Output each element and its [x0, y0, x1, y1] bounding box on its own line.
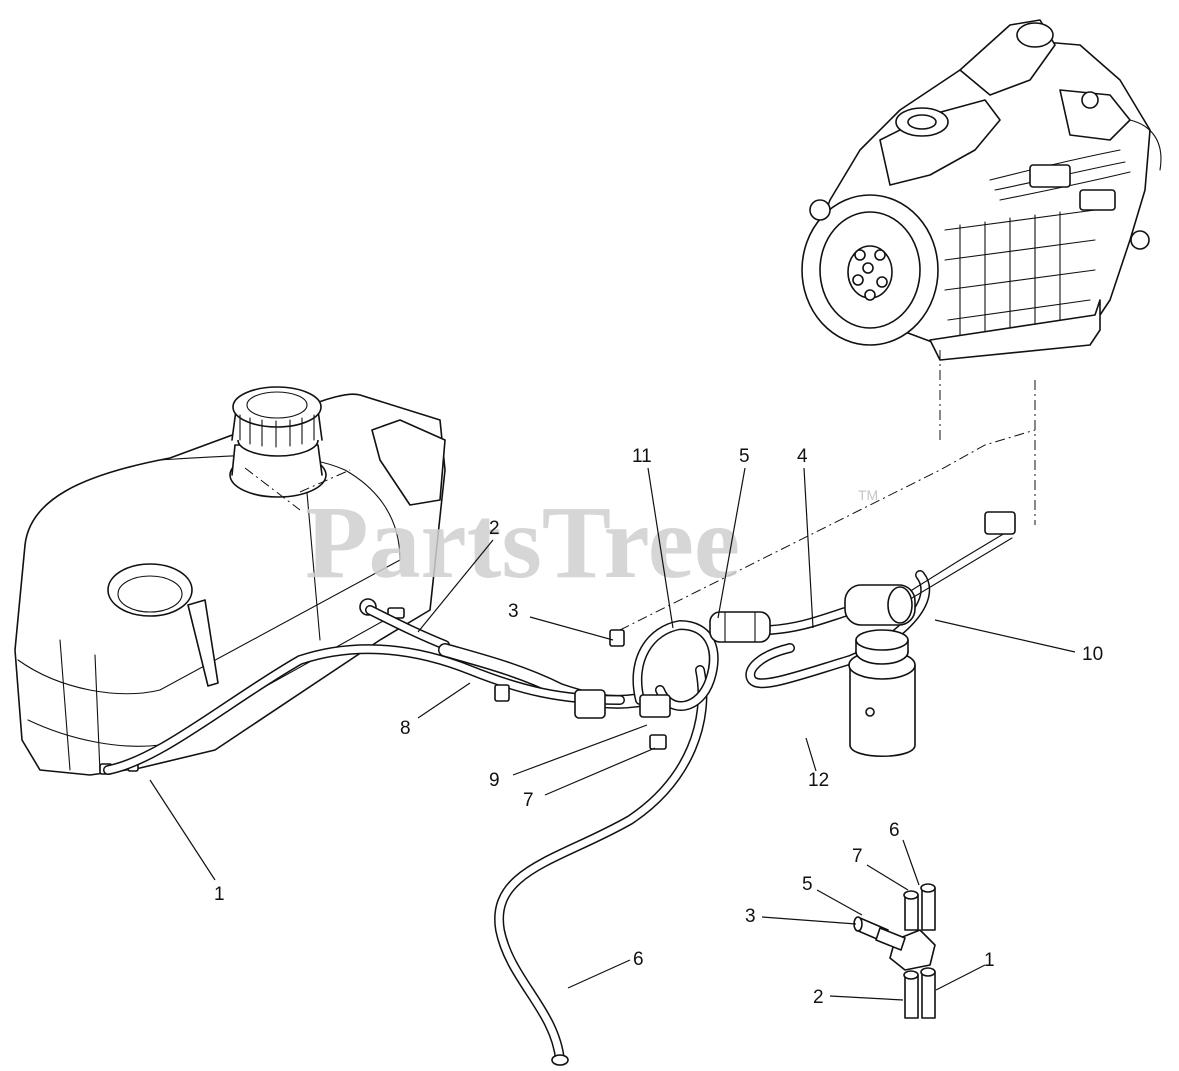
fuel-pump[interactable]: [844, 511, 1016, 626]
fuel-tank[interactable]: [14, 386, 446, 776]
callout-leaders: [149, 467, 1076, 1001]
callout-12[interactable]: 12: [808, 770, 829, 791]
detail-callout-3[interactable]: 3: [745, 906, 756, 927]
callout-9[interactable]: 9: [489, 770, 500, 791]
callout-8[interactable]: 8: [400, 718, 411, 739]
detail-callout-5[interactable]: 5: [802, 874, 813, 895]
fuel-manifold-block[interactable]: [494, 629, 671, 750]
watermark-trademark: TM: [858, 487, 878, 503]
detail-callout-6[interactable]: 6: [889, 820, 900, 841]
detail-callout-7[interactable]: 7: [852, 846, 863, 867]
callout-10[interactable]: 10: [1082, 644, 1103, 665]
detail-callout-2[interactable]: 2: [813, 987, 824, 1008]
callout-7[interactable]: 7: [523, 790, 534, 811]
callout-3[interactable]: 3: [508, 601, 519, 622]
callout-4[interactable]: 4: [797, 446, 808, 467]
callout-1[interactable]: 1: [214, 884, 225, 905]
alignment-lines: [244, 350, 1036, 631]
callout-2[interactable]: 2: [489, 518, 500, 539]
engine-assembly[interactable]: [801, 19, 1162, 361]
callout-5[interactable]: 5: [739, 446, 750, 467]
water-separator-filter[interactable]: [848, 629, 916, 758]
watermark-logo: PartsTree: [305, 485, 740, 600]
fuel-hoses[interactable]: [103, 570, 931, 1066]
callout-labels: 11 5 4 2 3 10 8 9 12 7 1 6 6 7 5 3 1 2: [214, 446, 1103, 1008]
inline-fuel-filter[interactable]: [709, 611, 771, 643]
detail-inset[interactable]: [853, 883, 936, 1019]
callout-6[interactable]: 6: [633, 949, 644, 970]
detail-callout-1[interactable]: 1: [984, 950, 995, 971]
callout-11[interactable]: 11: [632, 446, 652, 467]
